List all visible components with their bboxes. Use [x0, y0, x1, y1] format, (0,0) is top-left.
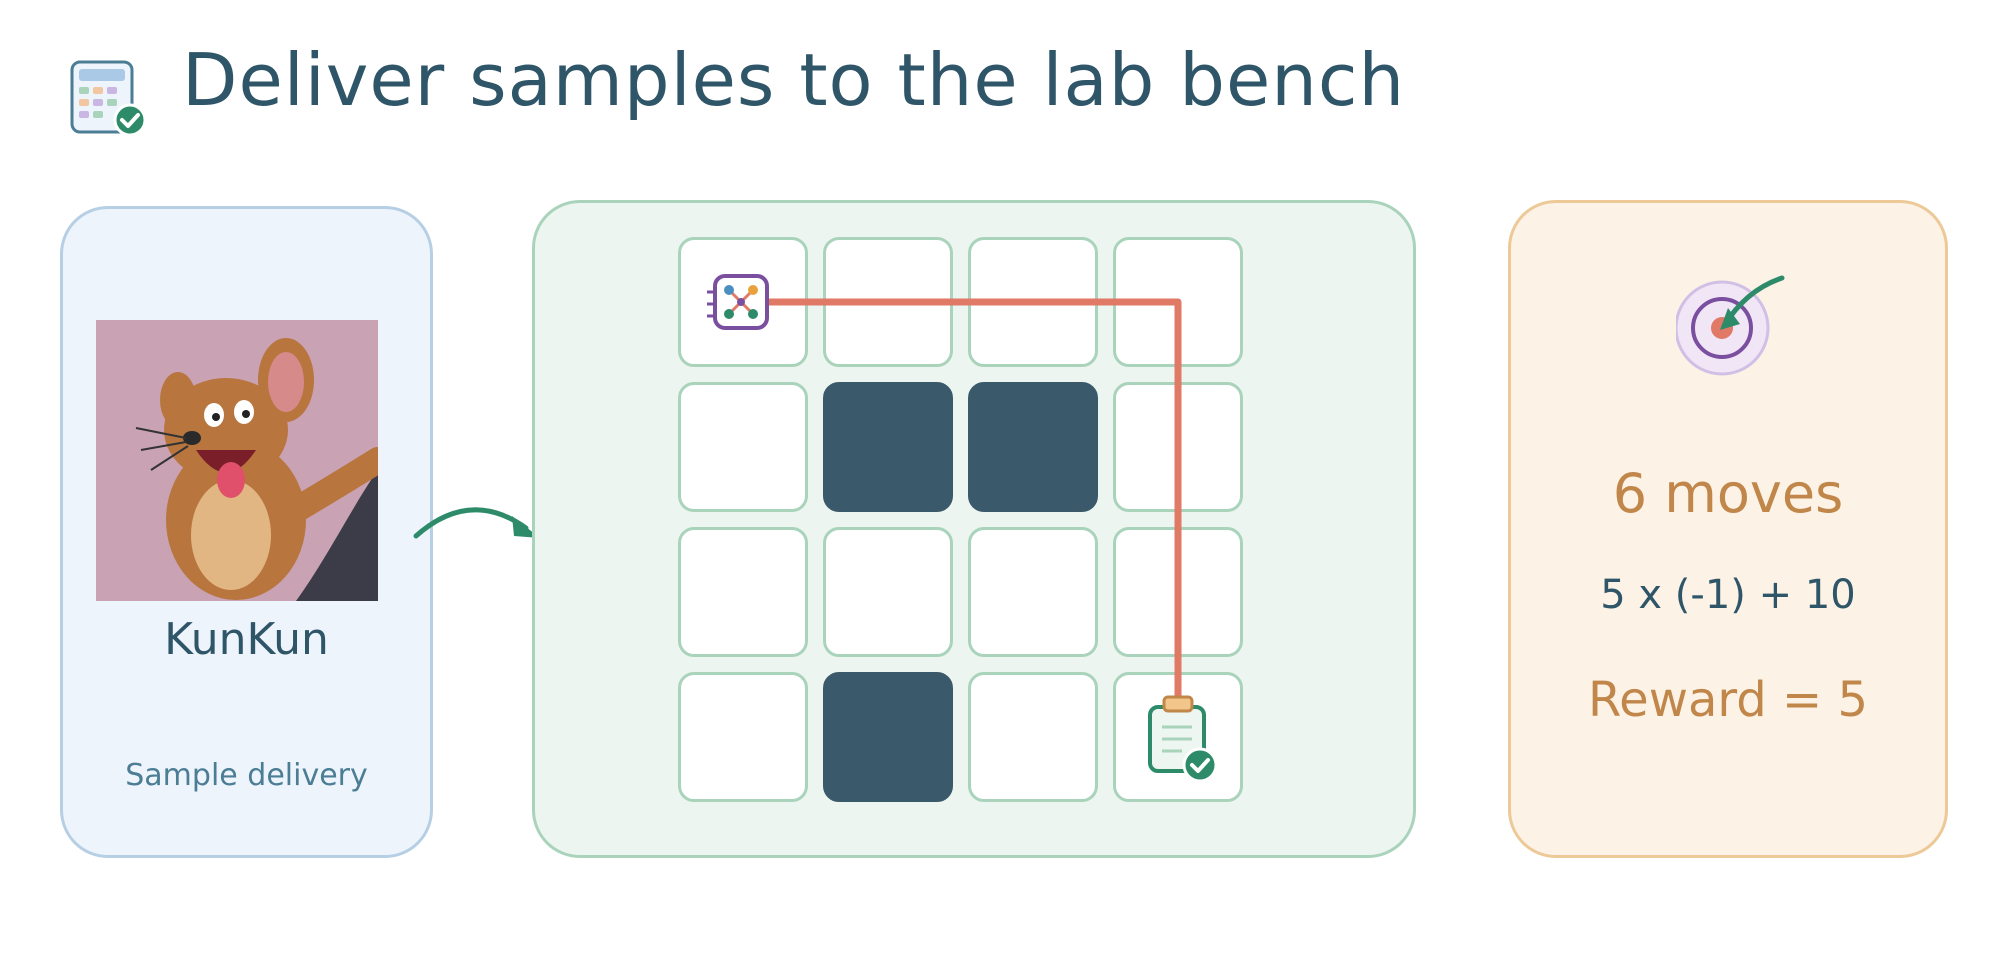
grid-cell: [678, 382, 808, 512]
grid-cell: [1113, 672, 1243, 802]
grid-cell: [968, 237, 1098, 367]
page-title: Deliver samples to the lab bench: [182, 38, 1406, 122]
grid-cell: [1113, 237, 1243, 367]
grid-cell: [678, 527, 808, 657]
grid-cell: [678, 237, 808, 367]
agent-caption: Sample delivery: [125, 758, 368, 793]
grid-cell-wall: [823, 672, 953, 802]
moves-count: 6 moves: [1612, 462, 1844, 525]
target-arrow-icon: [1676, 275, 1785, 376]
grid-cell: [1113, 527, 1243, 657]
result-panel: [1508, 200, 1948, 858]
reward-formula: 5 x (-1) + 10: [1600, 572, 1856, 618]
grid-cell: [678, 672, 808, 802]
grid-cell: [823, 527, 953, 657]
flow-arrow-icon: [413, 507, 540, 539]
grid-cell: [968, 672, 1098, 802]
grid-cell-wall: [968, 382, 1098, 512]
calculator-check-icon: [70, 60, 147, 137]
grid-cell: [823, 237, 953, 367]
reward-value: Reward = 5: [1587, 672, 1869, 728]
grid-cell: [968, 527, 1098, 657]
grid-cell: [1113, 382, 1243, 512]
grid-cell-wall: [823, 382, 953, 512]
grid-world: [678, 237, 1248, 807]
agent-name: KunKun: [164, 614, 329, 665]
agent-avatar: [96, 320, 378, 601]
